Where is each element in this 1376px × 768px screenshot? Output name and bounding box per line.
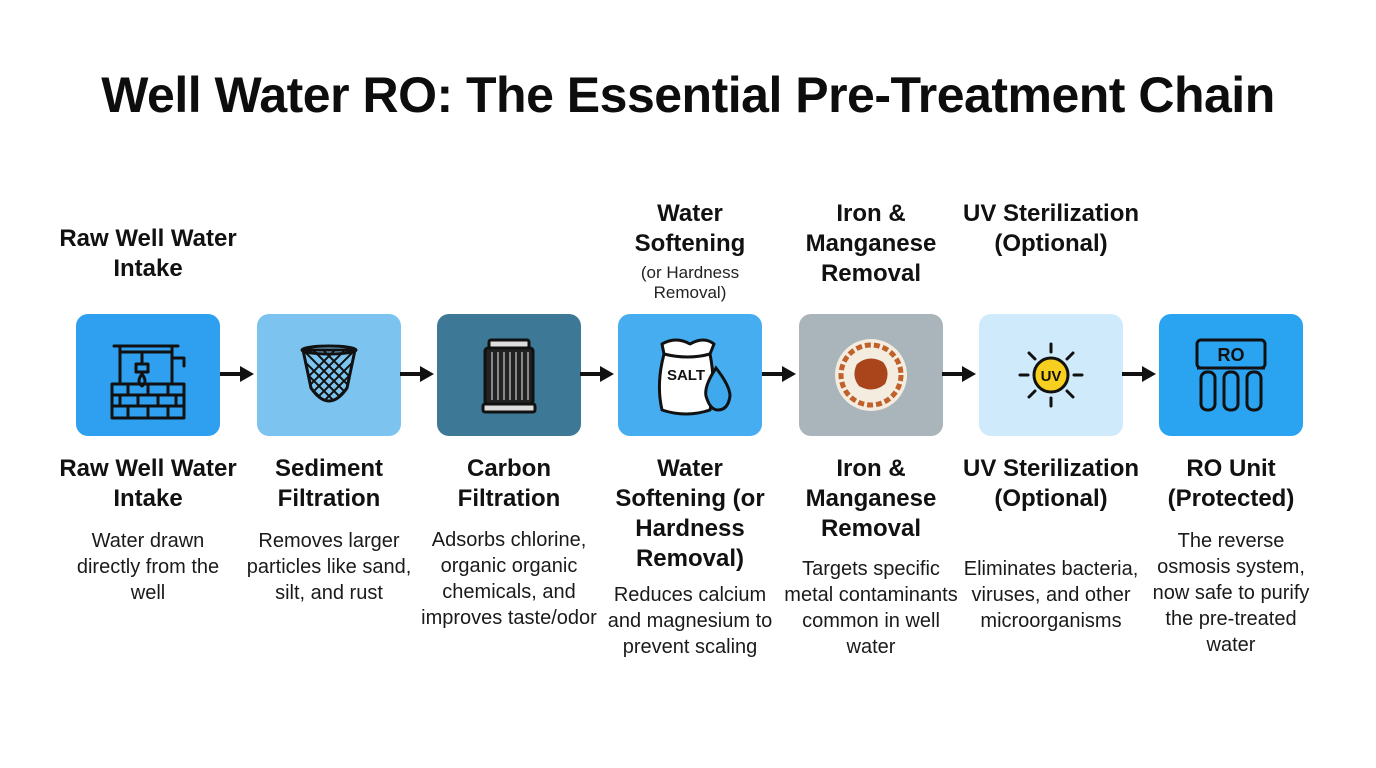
step-top-label: UV Sterilization (Optional) [962, 200, 1140, 257]
step-name: Raw Well Water Intake [59, 455, 237, 512]
step-description: Adsorbs chlorine, organic organic chemic… [421, 529, 597, 629]
step-description: Reduces calcium and magnesium to prevent… [607, 584, 773, 658]
step-top-label: Iron & Manganese Removal [805, 200, 937, 287]
rust-stain-icon [799, 314, 943, 436]
uv-label: UV [1041, 368, 1062, 385]
water-well-icon [76, 314, 220, 436]
ro-unit-icon: RO [1159, 314, 1303, 436]
step-name: Iron & Manganese Removal [805, 455, 937, 542]
step-name: Sediment Filtration [274, 455, 384, 512]
arrow-right-icon [400, 366, 434, 382]
arrow-right-icon [580, 366, 614, 382]
salt-bag-icon: SALT [618, 314, 762, 436]
arrow-right-icon [942, 366, 976, 382]
step-top-label: Water Softening [634, 200, 746, 257]
step-description: Eliminates bacteria, viruses, and other … [963, 558, 1139, 632]
carbon-cartridge-icon [437, 314, 581, 436]
diagram-title: Well Water RO: The Essential Pre-Treatme… [101, 67, 1275, 123]
step-top-label: Raw Well Water Intake [59, 225, 237, 282]
step-name: Water Softening (or Hardness Removal) [615, 455, 765, 572]
step-name: RO Unit (Protected) [1167, 455, 1295, 512]
salt-label: SALT [667, 367, 705, 384]
ro-label: RO [1218, 345, 1245, 365]
step-description: Removes larger particles like sand, silt… [246, 530, 412, 604]
step-name: UV Sterilization (Optional) [962, 455, 1140, 512]
step-description: The reverse osmosis system, now safe to … [1152, 530, 1310, 656]
uv-sun-icon: UV [979, 314, 1123, 436]
arrow-right-icon [220, 366, 254, 382]
arrow-right-icon [762, 366, 796, 382]
step-name: Carbon Filtration [457, 455, 561, 512]
sediment-net-icon [257, 314, 401, 436]
arrow-right-icon [1122, 366, 1156, 382]
step-description: Targets specific metal contaminants comm… [784, 558, 958, 658]
step-top-note: (or Hardness Removal) [640, 263, 740, 302]
step-description: Water drawn directly from the well [76, 530, 220, 604]
